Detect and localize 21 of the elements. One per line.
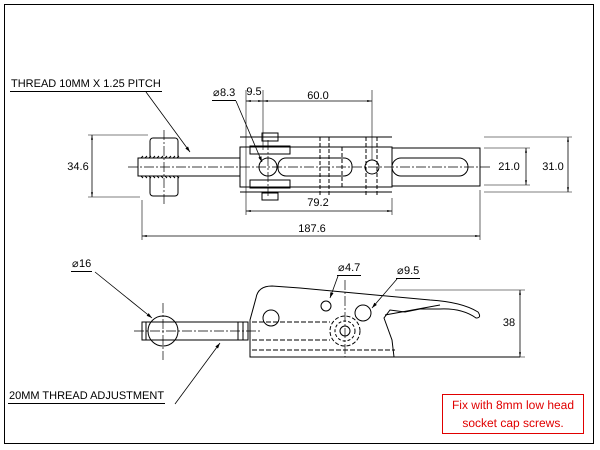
callout-text: ⌀8.3 [212, 87, 236, 101]
note-box: Fix with 8mm low head socket cap screws. [442, 394, 584, 434]
dimension-value: 21.0 [498, 161, 520, 173]
leader-line [330, 276, 338, 298]
leader-line [174, 342, 220, 404]
dimension-value: 9.5 [246, 86, 262, 98]
dimension-value: 34.6 [67, 161, 89, 173]
callout-text: THREAD 10MM X 1.25 PITCH [10, 78, 162, 92]
leader-line [146, 92, 190, 152]
dimension-value: 38 [502, 317, 516, 329]
dimension-value: 187.6 [298, 223, 326, 235]
callout-text: ⌀9.5 [396, 265, 420, 279]
dimension-value: 31.0 [542, 161, 564, 173]
leader-line [94, 272, 152, 318]
leader-line [372, 278, 398, 308]
leader-line [236, 100, 262, 162]
dimension-value: 60.0 [307, 90, 329, 102]
callout-text: ⌀4.7 [337, 262, 362, 276]
callout-text: ⌀16 [71, 258, 92, 272]
dimension-value: 79.2 [307, 197, 329, 209]
callout-text: 20MM THREAD ADJUSTMENT [8, 390, 166, 404]
